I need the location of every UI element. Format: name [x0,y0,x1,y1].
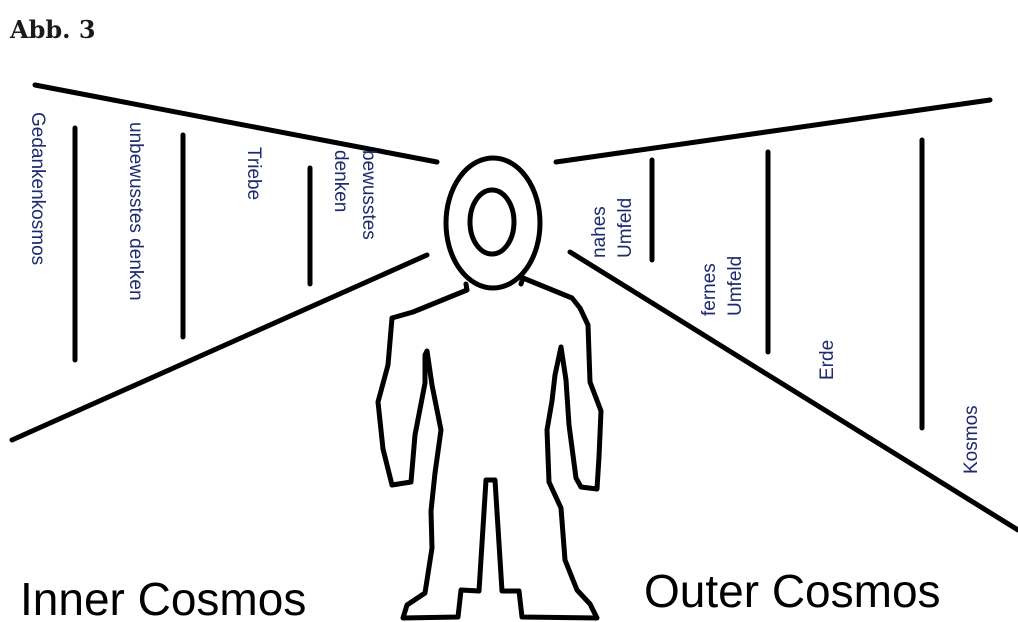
inner-level-label-gedankenkosmos: Gedankenkosmos [27,112,48,265]
outer-level-label-fernes-umfeld: fernes Umfeld [699,256,746,316]
head-outline [446,158,540,288]
outer-level-label-erde: Erde [817,340,838,380]
outer-funnel-upper-edge [556,100,990,162]
inner-level-label-line: denken [330,150,351,212]
outer-level-label-line: Umfeld [725,256,746,316]
inner-cosmos-heading: Inner Cosmos [20,573,306,622]
inner-level-label-triebe: Triebe [243,147,264,200]
inner-level-label-line: Triebe [243,147,264,200]
outer-level-label-nahes-umfeld: nahes Umfeld [589,198,636,258]
body-silhouette [378,278,601,618]
inner-level-label-line: unbewusstes denken [125,122,146,301]
outer-level-label-kosmos: Kosmos [961,405,982,474]
outer-level-label-line: Erde [817,340,838,380]
inner-level-label-line: bewusstes [358,150,379,240]
face-outline [470,190,514,254]
inner-level-label-line: Gedankenkosmos [27,112,48,265]
outer-funnel-lower-edge [570,252,1018,530]
inner-level-label-bewusstes-denken: bewusstes denken [330,150,379,245]
outer-level-label-line: Kosmos [961,405,982,474]
outer-cosmos-heading: Outer Cosmos [644,565,941,617]
figure-title: Abb. 3 [9,15,96,44]
inner-level-label-unbewusstes-denken: unbewusstes denken [125,122,146,301]
outer-level-label-line: nahes [589,206,610,258]
outer-level-label-line: Umfeld [615,198,636,258]
outer-level-label-line: fernes [699,263,720,316]
